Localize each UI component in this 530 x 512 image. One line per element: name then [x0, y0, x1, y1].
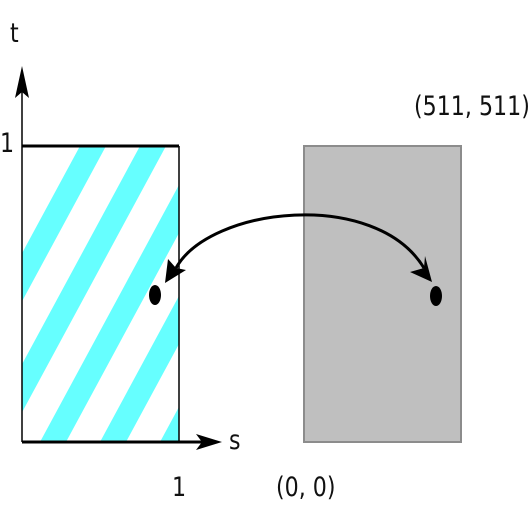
- t-one-tick-label: 1: [0, 128, 15, 159]
- texture-stripe: [100, 295, 179, 442]
- texture-stripes: [22, 146, 179, 442]
- texture-sample-point: [149, 285, 161, 305]
- mapping-arrowhead-left: [165, 259, 186, 283]
- s-one-tick-label: 1: [172, 472, 187, 503]
- image-corner-label: (511, 511): [414, 91, 530, 122]
- s-axis-arrowhead: [196, 434, 222, 450]
- mapping-arrow: [165, 213, 432, 283]
- texture-stripe: [40, 184, 179, 442]
- texture-stripe: [22, 146, 166, 413]
- image-sample-point: [430, 286, 442, 306]
- texture-mapping-diagram: [15, 66, 462, 450]
- image-origin-label: (0, 0): [276, 472, 336, 503]
- texture-stripe: [22, 146, 106, 302]
- t-axis: [15, 66, 29, 442]
- texture-stripe: [160, 406, 179, 442]
- mapping-arrowhead-right: [410, 256, 432, 282]
- s-axis: [22, 434, 222, 450]
- s-axis-label: s: [229, 425, 241, 456]
- t-axis-label: t: [10, 18, 19, 49]
- t-axis-arrowhead: [15, 66, 29, 98]
